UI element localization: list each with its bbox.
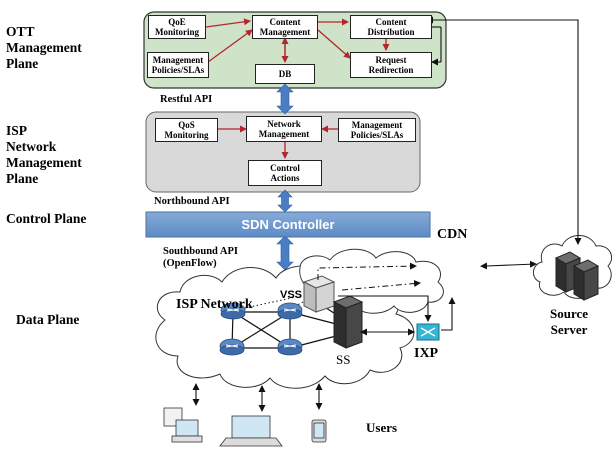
restful-api-arrow [276,83,294,115]
qos-monitoring-box: QoS Monitoring [155,118,218,142]
vss-server-icon [302,275,336,313]
source-server-label: Source Server [550,306,589,337]
source-server-icon [554,251,600,301]
qoe-monitoring-box: QoE Monitoring [148,15,206,39]
control-plane-label: Control Plane [6,211,87,226]
isp-management-policies-box: Management Policies/SLAs [338,118,416,142]
southbound-api-label: Southbound API (OpenFlow) [163,246,239,269]
users-label: Users [366,420,398,435]
ott-plane-label: OTT Management Plane [6,24,82,71]
tablet-icon [311,419,327,443]
laptop-icon [219,415,283,447]
ss-server-icon [332,295,364,349]
ss-label: SS [336,352,351,367]
control-actions-box: Control Actions [248,160,322,186]
restful-api-label: Restful API [160,94,213,105]
network-management-box: Network Management [246,116,322,142]
ott-management-policies-box: Management Policies/SLAs [147,52,209,78]
southbound-api-arrow [276,235,294,271]
sdn-controller-bar [145,211,431,238]
ixp-label: IXP [414,346,439,361]
data-plane-label: Data Plane [16,312,80,327]
cdn-label: CDN [437,227,468,242]
content-management-box: Content Management [252,15,318,39]
ixp-switch-icon [416,323,440,341]
request-redirection-box: Request Redirection [350,52,432,78]
content-distribution-box: Content Distribution [350,15,432,39]
sdn-controller-label: SDN Controller [241,217,335,232]
vss-label: VSS [280,289,303,301]
router-group [219,302,303,356]
desktop-computer-icon [163,407,203,443]
northbound-api-label: Northbound API [154,196,230,207]
northbound-api-arrow [277,189,293,213]
isp-network-label: ISP Network [176,297,253,312]
isp-plane-label: ISP Network Management Plane [6,123,82,186]
db-box: DB [255,64,315,84]
